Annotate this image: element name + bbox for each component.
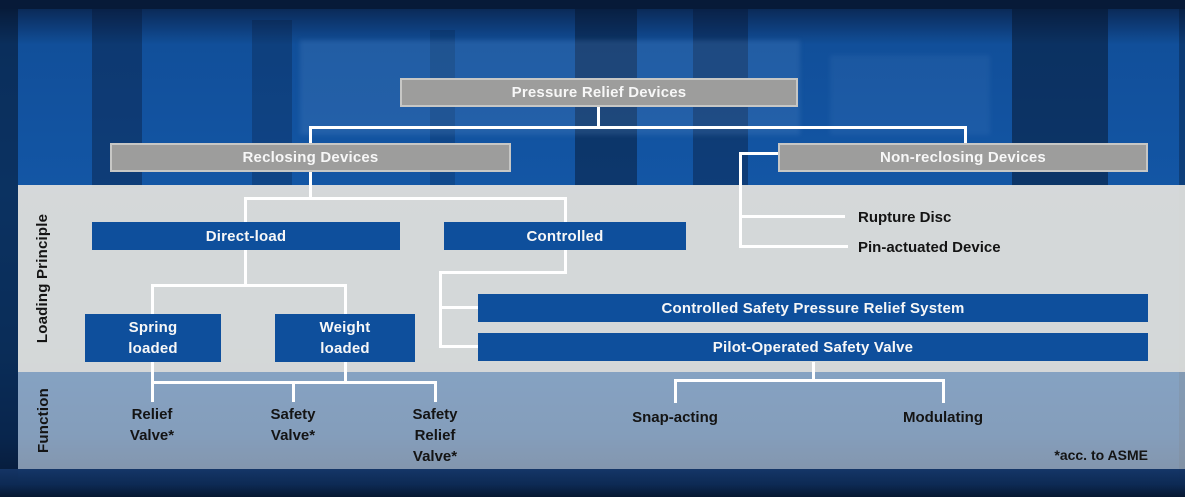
connector-line — [739, 245, 848, 248]
background-bottom-strip — [0, 469, 1185, 497]
snap-acting-label: Snap-acting — [632, 409, 718, 426]
connector-line — [439, 271, 567, 274]
loading-principle-section-label: Loading Principle — [20, 185, 66, 372]
connector-line — [309, 126, 967, 129]
non-reclosing-devices-box: Non-reclosing Devices — [778, 143, 1148, 172]
weight-loaded-label: Weight loaded — [319, 319, 371, 357]
direct-load-label: Direct-load — [205, 227, 287, 245]
connector-line — [151, 284, 154, 315]
connector-line — [309, 126, 312, 144]
connector-line — [439, 271, 442, 348]
connector-line — [151, 284, 347, 287]
pin-actuated-device-label: Pin-actuated Device — [858, 239, 1001, 256]
connector-line — [344, 284, 347, 315]
connector-line — [244, 197, 247, 223]
connector-line — [739, 152, 781, 155]
function-section-label: Function — [20, 372, 66, 469]
csprs-label: Controlled Safety Pressure Relief System — [661, 299, 965, 317]
background-left-shadow — [0, 0, 18, 497]
connector-line — [309, 171, 312, 200]
safety-valve-label: Safety Valve* — [270, 406, 316, 444]
connector-line — [439, 306, 478, 309]
connector-line — [292, 381, 295, 402]
connector-line — [597, 106, 600, 129]
reclosing-devices-label: Reclosing Devices — [242, 149, 379, 166]
connector-line — [739, 152, 742, 248]
controlled-label: Controlled — [526, 227, 604, 245]
connector-line — [942, 379, 945, 403]
spring-loaded-label: Spring loaded — [128, 319, 178, 357]
pressure-relief-devices-box: Pressure Relief Devices — [400, 78, 798, 107]
connector-line — [674, 379, 677, 403]
pressure-relief-devices-label: Pressure Relief Devices — [511, 84, 687, 101]
connector-line — [964, 126, 967, 144]
weight-loaded-box: Weight loaded — [275, 314, 415, 362]
connector-line — [434, 381, 437, 402]
controlled-safety-pressure-relief-system-box: Controlled Safety Pressure Relief System — [478, 294, 1148, 322]
pilot-operated-safety-valve-box: Pilot-Operated Safety Valve — [478, 333, 1148, 361]
connector-line — [244, 249, 247, 287]
loading-principle-text: Loading Principle — [34, 213, 52, 344]
connector-line — [244, 197, 566, 200]
spring-loaded-box: Spring loaded — [85, 314, 221, 362]
reclosing-devices-box: Reclosing Devices — [110, 143, 511, 172]
function-band — [18, 372, 1185, 469]
direct-load-box: Direct-load — [92, 222, 400, 250]
connector-line — [344, 362, 347, 384]
modulating-label: Modulating — [903, 409, 983, 426]
pilot-operated-label: Pilot-Operated Safety Valve — [712, 338, 914, 356]
relief-valve-label: Relief Valve* — [129, 406, 175, 444]
background-haze — [830, 55, 990, 135]
asme-footnote: *acc. to ASME — [1054, 447, 1148, 463]
connector-line — [739, 215, 845, 218]
connector-line — [439, 345, 478, 348]
non-reclosing-devices-label: Non-reclosing Devices — [880, 149, 1046, 166]
connector-line — [564, 249, 567, 274]
background-top-strip — [0, 0, 1185, 9]
controlled-box: Controlled — [444, 222, 686, 250]
connector-line — [564, 197, 567, 223]
function-text: Function — [34, 388, 52, 453]
safety-relief-valve-label: Safety Relief Valve* — [412, 406, 458, 465]
connector-line — [674, 379, 945, 382]
rupture-disc-label: Rupture Disc — [858, 209, 952, 226]
connector-line — [812, 362, 815, 382]
